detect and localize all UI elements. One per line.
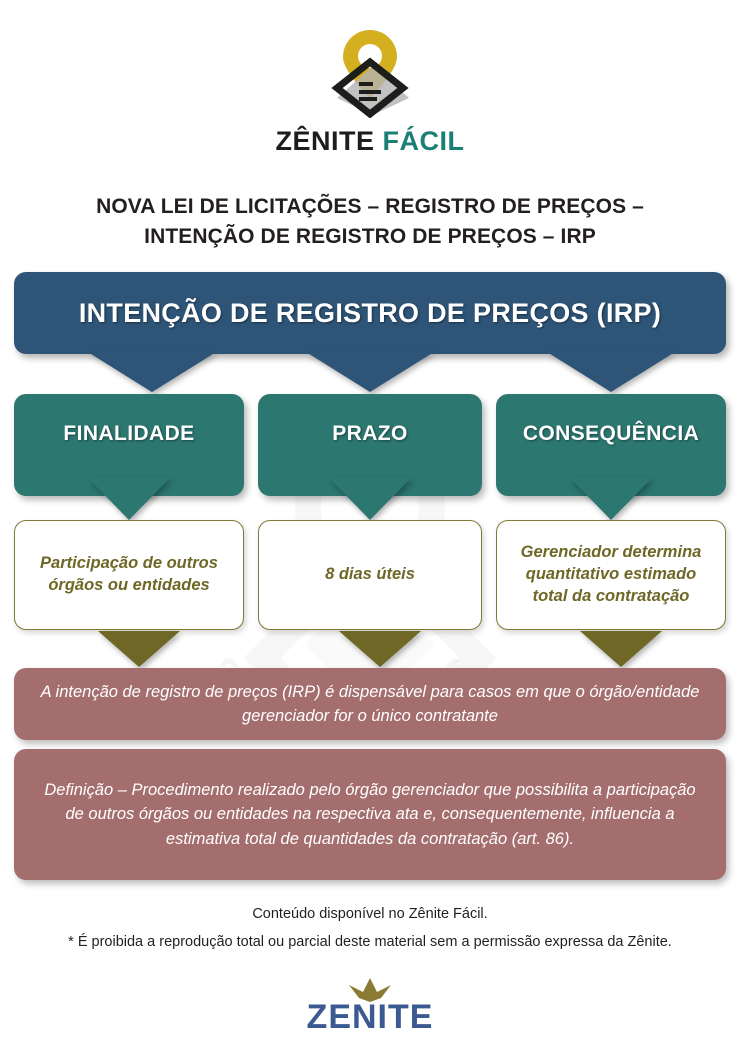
- chevron-down-navy-2: [306, 352, 434, 392]
- logo-wordmark: ZÊNITE FÁCIL: [0, 126, 740, 157]
- flow-column-detail-label-2: Gerenciador determina quantitativo estim…: [520, 543, 702, 605]
- chevron-down-olive-1: [98, 631, 180, 667]
- flow-column-detail-label-0: Participação de outros órgãos ou entidad…: [40, 554, 218, 594]
- header-logo: ZÊNITE FÁCIL: [0, 26, 740, 157]
- flow-column-detail-label-1: 8 dias úteis: [325, 565, 415, 584]
- flow-note-box-2: Definição – Procedimento realizado pelo …: [14, 749, 726, 880]
- chevron-down-teal-2: [329, 478, 411, 520]
- flow-column-detail-consequencia: Gerenciador determina quantitativo estim…: [496, 520, 726, 630]
- chevron-down-navy-3: [547, 352, 675, 392]
- zenite-facil-pin-icon: [331, 30, 409, 118]
- page-title: NOVA LEI DE LICITAÇÕES – REGISTRO DE PRE…: [96, 195, 644, 248]
- footer: Conteúdo disponível no Zênite Fácil. * É…: [0, 906, 740, 950]
- flow-root-label: INTENÇÃO DE REGISTRO DE PREÇOS (IRP): [78, 297, 662, 328]
- flow-column-heading-label-1: PRAZO: [332, 422, 408, 445]
- flow-root-box: INTENÇÃO DE REGISTRO DE PREÇOS (IRP): [14, 272, 726, 354]
- logo-word-facil: FÁCIL: [382, 126, 465, 156]
- footer-availability-text: Conteúdo disponível no Zênite Fácil.: [252, 906, 488, 922]
- flow-column-heading-label-0: FINALIDADE: [63, 422, 195, 445]
- flow-column-heading-prazo: PRAZO: [258, 394, 482, 496]
- logo-word-zenite: ZÊNITE: [275, 126, 383, 156]
- flow-note-label-1: Definição – Procedimento realizado pelo …: [44, 781, 696, 848]
- flow-column-detail-prazo: 8 dias úteis: [258, 520, 482, 630]
- chevron-down-olive-2: [339, 631, 421, 667]
- flow-note-label-0: A intenção de registro de preços (IRP) é…: [40, 682, 700, 725]
- flow-note-box-1: A intenção de registro de preços (IRP) é…: [14, 668, 726, 740]
- footer-zenite-logo: ZENITE: [0, 976, 740, 1039]
- chevron-down-olive-3: [580, 631, 662, 667]
- svg-text:ZENITE: ZENITE: [307, 998, 434, 1034]
- flow-column-heading-label-2: CONSEQUÊNCIA: [522, 422, 700, 445]
- zenite-star-icon: ZENITE: [307, 978, 434, 1036]
- chevron-down-teal-3: [570, 478, 652, 520]
- chevron-down-teal-1: [88, 478, 170, 520]
- flow-column-detail-finalidade: Participação de outros órgãos ou entidad…: [14, 520, 244, 630]
- footer-copyright-text: * É proibida a reprodução total ou parci…: [68, 934, 672, 950]
- chevron-down-navy-1: [88, 352, 216, 392]
